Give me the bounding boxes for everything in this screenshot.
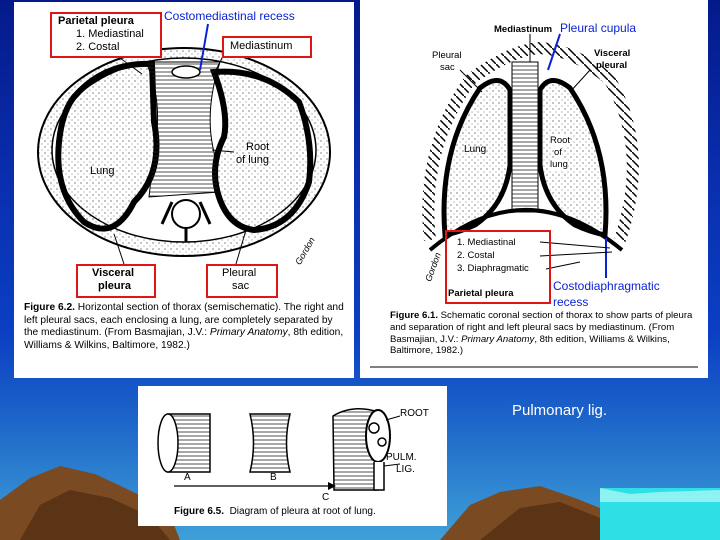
- root-label-2: of: [554, 147, 562, 158]
- stage-c-label: C: [322, 492, 330, 503]
- parietal-item-costal: 2. Costal: [76, 41, 120, 53]
- lung-label: Lung: [464, 144, 487, 155]
- caption-body: Diagram of pleura at root of lung.: [229, 506, 376, 517]
- left-lung: [55, 60, 160, 232]
- caption-body: Schematic coronal section of thorax to s…: [390, 310, 693, 345]
- visceral-pleura-box: Visceral pleura: [76, 264, 156, 298]
- pleural-sac-label-1: Pleural: [222, 267, 257, 279]
- mediastinum-label: Mediastinum: [494, 24, 553, 35]
- stage-a-label: A: [184, 472, 191, 483]
- root-label: ROOT: [400, 408, 429, 419]
- parietal-pleura-box: 1. Mediastinal 2. Costal 3. Diaphragmati…: [445, 230, 551, 304]
- pulmonary-ligament: [373, 462, 385, 491]
- caption-body: Horizontal section of thorax (semischema…: [24, 302, 344, 339]
- parietal-pleura-title: Parietal pleura: [58, 15, 134, 27]
- visceral-label-1: Visceral: [594, 48, 631, 59]
- caption-figure-number: Figure 6.1.: [390, 310, 438, 321]
- pleural-sac-label-1: Pleural: [432, 50, 462, 61]
- root-label-1: Root: [550, 135, 571, 146]
- horizontal-section-panel: Costomediastinal recess Parietal pleura …: [14, 2, 354, 378]
- visceral-label-2: pleural: [596, 60, 628, 71]
- caption-figure-number: Figure 6.2.: [24, 302, 75, 313]
- vertebra: [171, 199, 201, 229]
- root-label-2: of lung: [236, 154, 270, 166]
- figure-6-2-caption: Figure 6.2. Horizontal section of thorax…: [24, 302, 348, 352]
- costodiaphragmatic-label-1: Costodiaphragmatic: [553, 279, 660, 293]
- diaphragm: [428, 208, 624, 252]
- right-lung: [537, 78, 609, 239]
- parietal-item-costal: 2. Costal: [457, 250, 495, 261]
- root-of-lung-panel: ROOT PULM. LIG. A B C Figure 6.5. Diagra…: [138, 386, 447, 526]
- visceral-label-1: Visceral: [92, 267, 135, 279]
- root-label-1: Root: [246, 141, 270, 153]
- root-of-lung-diagram: [157, 408, 401, 491]
- parietal-item-mediastinal: 1. Mediastinal: [76, 28, 144, 40]
- left-lung: [441, 78, 513, 239]
- horizontal-section-diagram: [37, 23, 331, 265]
- mediastinum-area: [145, 61, 221, 198]
- right-lung: [209, 68, 314, 234]
- caption-book-title: Primary Anatomy: [209, 327, 288, 339]
- parietal-item-mediastinal: 1. Mediastinal: [457, 237, 516, 248]
- lig-label: LIG.: [396, 464, 415, 475]
- costomediastinal-recess-label: Costomediastinal recess: [164, 9, 295, 23]
- tube-b: [249, 413, 291, 473]
- pulmonary-ligament-label: Pulmonary lig.: [512, 402, 608, 419]
- pleural-sac-box: Pleural sac: [206, 264, 278, 298]
- figure-6-5-caption: Figure 6.5. Diagram of pleura at root of…: [174, 506, 376, 519]
- sternum: [171, 65, 201, 79]
- mediastinum-area: [511, 61, 539, 213]
- coronal-section-diagram: [370, 33, 698, 368]
- lung-label: Lung: [90, 165, 115, 177]
- parietal-pleura-title: Parietal pleura: [448, 288, 514, 299]
- pleural-sac-label-2: sac: [232, 280, 250, 292]
- parietal-pleura-box: Parietal pleura 1. Mediastinal 2. Costal: [50, 12, 162, 58]
- visceral-label-2: pleura: [98, 280, 132, 292]
- caption-tail: , 8th edition, Williams & Wilkins, Balti…: [390, 333, 670, 357]
- figure-6-1-caption: Figure 6.1. Schematic coronal section of…: [390, 310, 700, 357]
- root-label-3: lung: [550, 159, 568, 170]
- chest-wall: [422, 41, 639, 242]
- caption-book-title: Primary Anatomy: [461, 333, 535, 345]
- pleural-sac-label-2: sac: [440, 62, 455, 73]
- costodiaphragmatic-label-2: recess: [553, 295, 589, 309]
- caption-figure-number: Figure 6.5.: [174, 506, 225, 517]
- pleural-cupula-label: Pleural cupula: [560, 21, 637, 35]
- coronal-section-panel: Pleural cupula Mediastinum Pleural sac V…: [360, 0, 708, 378]
- pulm-label: PULM.: [386, 452, 417, 463]
- caption-tail: , 8th edition, Williams & Wilkins, Balti…: [24, 327, 344, 351]
- parietal-item-diaphragmatic: 3. Diaphragmatic: [457, 263, 529, 274]
- stage-b-label: B: [270, 472, 277, 483]
- mediastinum-box: Mediastinum: [222, 36, 312, 58]
- mediastinum-label: Mediastinum: [230, 40, 293, 52]
